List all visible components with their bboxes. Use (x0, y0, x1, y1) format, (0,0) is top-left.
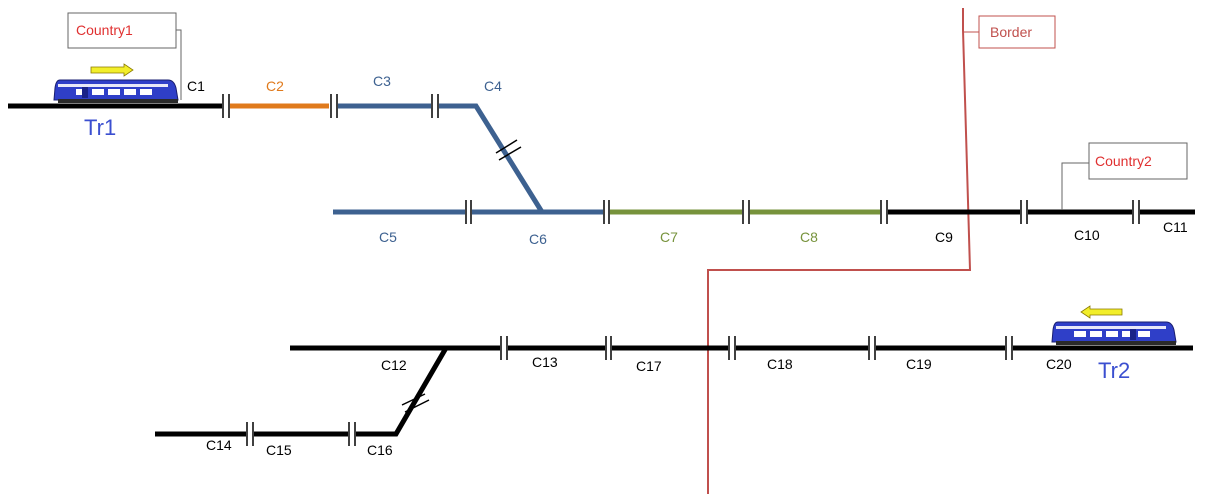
section-label-c5: C5 (379, 229, 397, 245)
border-line (707, 8, 972, 494)
section-label-c11: C11 (1163, 219, 1188, 235)
section-label-c12: C12 (381, 357, 407, 373)
section-label-c16: C16 (367, 442, 393, 458)
direction-arrow-icon (1080, 305, 1123, 319)
section-label-c4: C4 (484, 78, 502, 94)
country2-label: Country2 (1095, 153, 1152, 169)
section-label-c1: C1 (187, 78, 205, 94)
insulated-joints (222, 94, 1140, 446)
section-label-c15: C15 (266, 442, 292, 458)
section-label-c6: C6 (529, 231, 547, 247)
section-label-c2: C2 (266, 78, 284, 94)
section-label-c3: C3 (373, 73, 391, 89)
section-label-c7: C7 (660, 229, 678, 245)
direction-arrow-icon (90, 63, 134, 77)
track-c16-branch[interactable] (356, 346, 449, 437)
section-label-c9: C9 (935, 229, 953, 245)
section-label-c20: C20 (1046, 356, 1072, 372)
train-icon[interactable] (53, 79, 179, 103)
section-label-c19: C19 (906, 356, 932, 372)
section-label-c13: C13 (532, 354, 558, 370)
section-label-c8: C8 (800, 229, 818, 245)
track-c4[interactable] (439, 103, 545, 214)
train-icon[interactable] (1051, 321, 1177, 345)
section-label-c10: C10 (1074, 227, 1100, 243)
train-label-tr2[interactable]: Tr2 (1098, 358, 1130, 383)
border-label: Border (990, 24, 1032, 40)
border-callout: Border (963, 15, 1056, 49)
section-label-c17: C17 (636, 358, 662, 374)
section-label-c14: C14 (206, 437, 232, 453)
country1-callout: Country1 (67, 12, 182, 100)
country1-label: Country1 (76, 22, 133, 38)
train-label-tr1[interactable]: Tr1 (84, 115, 116, 140)
country2-callout: Country2 (1061, 142, 1188, 210)
section-label-c18: C18 (767, 356, 793, 372)
